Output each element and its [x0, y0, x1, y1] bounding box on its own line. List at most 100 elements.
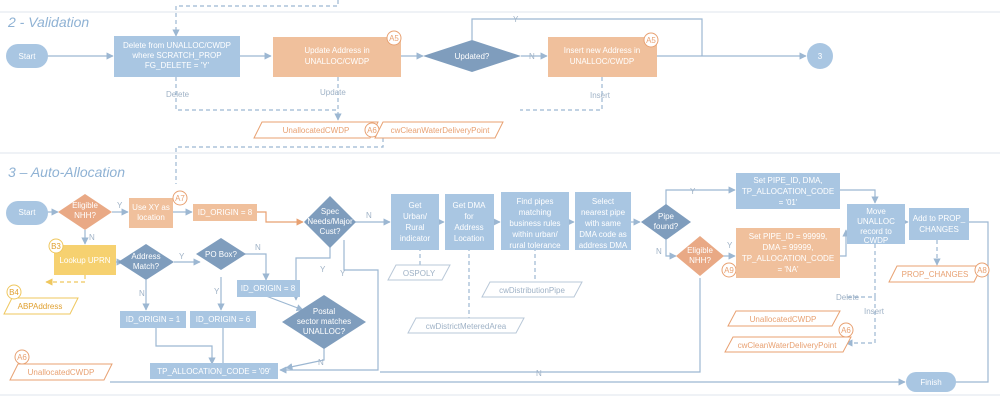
svg-text:DMA = 99999,: DMA = 99999, — [763, 243, 814, 252]
label-y: Y — [690, 187, 696, 196]
badge-a6: A6 — [17, 353, 27, 362]
svg-text:Finish: Finish — [920, 378, 941, 387]
insert-address-box: Insert new Address in UNALLOC/CWDP A5 — [548, 32, 659, 77]
label-n: N — [139, 289, 145, 298]
svg-text:Start: Start — [19, 52, 37, 61]
badge-a6: A6 — [364, 122, 380, 138]
auto-start: Start — [6, 201, 48, 225]
svg-text:A6: A6 — [841, 326, 851, 335]
svg-text:Urban/: Urban/ — [403, 212, 428, 221]
svg-text:NHH?: NHH? — [74, 211, 96, 220]
select-nearest-pipe-box: Select nearest pipe with same DMA code a… — [575, 192, 631, 250]
pipe-found-decision: Pipe found? — [641, 204, 691, 240]
svg-text:= '01': = '01' — [779, 198, 798, 207]
svg-text:PO Box?: PO Box? — [205, 250, 238, 259]
label-insert: Insert — [864, 307, 885, 316]
svg-text:ID_ORIGIN = 1: ID_ORIGIN = 1 — [126, 315, 181, 324]
svg-text:A9: A9 — [724, 266, 734, 275]
svg-text:Get DMA: Get DMA — [453, 201, 487, 210]
svg-text:Address: Address — [454, 223, 483, 232]
data-clean-water-delivery-point: cwCleanWaterDeliveryPoint — [374, 121, 504, 139]
po-box-decision: PO Box? — [196, 238, 246, 270]
svg-text:nearest pipe: nearest pipe — [581, 208, 626, 217]
svg-text:CWDP: CWDP — [864, 236, 888, 245]
data-abp-address: ABPAddress B4 — [3, 284, 79, 315]
svg-text:with same: with same — [584, 219, 622, 228]
svg-text:Move: Move — [866, 207, 886, 216]
set-pipe-id-box: Set PIPE_ID, DMA, TP_ALLOCATION_CODE = '… — [736, 173, 840, 209]
data-prop-changes: PROP_CHANGES A8 — [888, 262, 990, 283]
svg-text:Find pipes: Find pipes — [517, 197, 554, 206]
data-cw-distribution-pipe: cwDistributionPipe — [481, 281, 583, 298]
lane-title-validation: 2 - Validation — [7, 14, 89, 30]
svg-text:UNALLOC: UNALLOC — [857, 217, 895, 226]
lookup-uprn-box: Lookup UPRN B3 — [48, 238, 116, 275]
delete-unalloc-box: Delete from UNALLOC/CWDP where SCRATCH_P… — [114, 36, 240, 77]
svg-text:Select: Select — [592, 197, 615, 206]
svg-text:UNALLOC?: UNALLOC? — [303, 327, 346, 336]
svg-text:Eligible: Eligible — [687, 246, 713, 255]
validation-start: Start — [6, 44, 48, 68]
svg-text:business rules: business rules — [509, 219, 560, 228]
label-n: N — [318, 358, 324, 367]
svg-text:FG_DELETE = 'Y': FG_DELETE = 'Y' — [145, 61, 210, 70]
badge-a6-right: A6 — [838, 322, 854, 338]
id-origin-6-box: ID_ORIGIN = 6 — [190, 311, 256, 328]
svg-text:cwCleanWaterDeliveryPoint: cwCleanWaterDeliveryPoint — [391, 126, 491, 135]
svg-text:Updated?: Updated? — [455, 52, 490, 61]
updated-decision: Updated? — [423, 40, 521, 72]
set-pipe-99999-box: Set PIPE_ID = 99999, DMA = 99999, TP_ALL… — [736, 228, 840, 278]
eligible-nhh-decision: Eligible NHH? — [58, 194, 112, 230]
svg-text:Pipe: Pipe — [658, 212, 675, 221]
data-cw-district-metered-area: cwDistrictMeteredArea — [407, 317, 525, 334]
svg-text:matching: matching — [519, 208, 551, 217]
svg-text:CHANGES: CHANGES — [919, 225, 959, 234]
svg-text:Address: Address — [131, 252, 160, 261]
svg-text:DMA code as: DMA code as — [579, 230, 627, 239]
svg-text:indicator: indicator — [400, 234, 431, 243]
svg-text:Get: Get — [409, 201, 423, 210]
svg-text:ID_ORIGIN = 8: ID_ORIGIN = 8 — [241, 284, 296, 293]
validation-edges — [44, 0, 807, 184]
label-y: Y — [117, 201, 123, 210]
label-update: Update — [320, 88, 346, 97]
svg-text:Cust?: Cust? — [320, 227, 341, 236]
data-ospoly: OSPOLY — [387, 264, 451, 281]
svg-text:TP_ALLOCATION_CODE: TP_ALLOCATION_CODE — [742, 254, 834, 263]
svg-text:3: 3 — [818, 52, 823, 61]
label-n: N — [255, 243, 261, 252]
label-insert: Insert — [590, 91, 611, 100]
label-n: N — [536, 369, 542, 378]
badge-b4: B4 — [9, 288, 19, 297]
data-unallocated-cwdp-left: UnallocatedCWDP A6 — [9, 349, 113, 381]
use-xy-box: Use XY as location A7 — [129, 190, 188, 228]
badge-a7: A7 — [175, 194, 185, 203]
svg-text:Insert new Address in: Insert new Address in — [564, 46, 640, 55]
svg-text:ID_ORIGIN = 6: ID_ORIGIN = 6 — [196, 315, 251, 324]
id-origin-8-box-2: ID_ORIGIN = 8 — [237, 280, 300, 297]
svg-text:A6: A6 — [367, 126, 377, 135]
svg-text:TP_ALLOCATION_CODE: TP_ALLOCATION_CODE — [742, 187, 834, 196]
label-n: N — [366, 211, 372, 220]
label-delete: Delete — [836, 293, 860, 302]
find-pipes-box: Find pipes matching business rules withi… — [501, 192, 569, 250]
id-origin-1-box: ID_ORIGIN = 1 — [120, 311, 186, 328]
svg-text:PROP_CHANGES: PROP_CHANGES — [902, 270, 969, 279]
svg-text:within urban/: within urban/ — [511, 230, 558, 239]
svg-text:Add to PROP_: Add to PROP_ — [913, 214, 966, 223]
svg-text:found?: found? — [654, 222, 679, 231]
get-dma-box: Get DMA for Address Location — [445, 194, 494, 250]
svg-text:cwDistrictMeteredArea: cwDistrictMeteredArea — [426, 322, 507, 331]
label-n: N — [529, 52, 535, 61]
svg-text:Update Address in: Update Address in — [304, 46, 369, 55]
badge-a5: A5 — [646, 36, 656, 45]
svg-text:address DMA: address DMA — [579, 241, 628, 250]
svg-text:ABPAddress: ABPAddress — [18, 302, 63, 311]
label-delete: Delete — [166, 90, 190, 99]
svg-text:OSPOLY: OSPOLY — [403, 269, 436, 278]
svg-text:Location: Location — [454, 234, 484, 243]
svg-text:cwDistributionPipe: cwDistributionPipe — [499, 286, 565, 295]
label-y: Y — [214, 287, 220, 296]
